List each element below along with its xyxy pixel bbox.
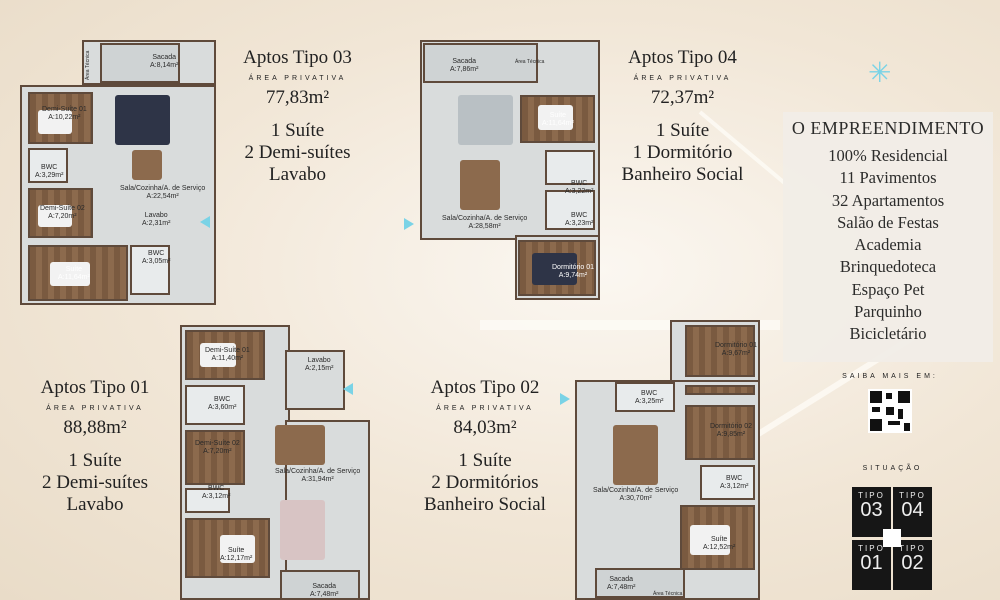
- area-label: ÁREA PRIVATIVA: [436, 405, 534, 412]
- empreendimento-heading: O EMPREENDIMENTO: [791, 118, 985, 138]
- amenity-item: 32 Apartamentos: [831, 190, 945, 210]
- area-value: 84,03m²: [453, 417, 517, 438]
- unit-info-tipo-02: Aptos Tipo 02 ÁREA PRIVATIVA 84,03m² 1 S…: [410, 377, 560, 516]
- unit-info-tipo-04: Aptos Tipo 04 ÁREA PRIVATIVA 72,37m² 1 S…: [605, 47, 760, 186]
- entrance-arrow-icon: [343, 383, 353, 395]
- sparkle-icon: ✳: [868, 58, 892, 89]
- area-label: ÁREA PRIVATIVA: [46, 405, 144, 412]
- unit-title: Aptos Tipo 03: [243, 47, 352, 68]
- situacao-label: SITUAÇÃO: [862, 465, 923, 472]
- entrance-arrow-icon: [200, 216, 210, 228]
- area-value: 72,37m²: [650, 87, 715, 108]
- unit-info-tipo-03: Aptos Tipo 03 ÁREA PRIVATIVA 77,83m² 1 S…: [225, 47, 370, 186]
- room-label: Área Técnica: [85, 50, 91, 80]
- amenity-item: Salão de Festas: [837, 212, 939, 232]
- amenity-item: 11 Pavimentos: [839, 168, 937, 188]
- situacao-core: [883, 529, 901, 547]
- empreendimento-panel: O EMPREENDIMENTO 100% Residencial 11 Pav…: [783, 112, 993, 362]
- amenity-item: Bicicletário: [849, 324, 927, 344]
- light-ray: [480, 320, 780, 330]
- qr-code[interactable]: [868, 389, 912, 433]
- unit-title: Aptos Tipo 02: [430, 377, 540, 398]
- saiba-mais-label: SAIBA MAIS EM:: [842, 373, 938, 380]
- area-value: 77,83m²: [265, 87, 330, 108]
- entrance-arrow-icon: [560, 393, 570, 405]
- area-value: 88,88m²: [63, 417, 127, 438]
- amenity-item: Academia: [854, 235, 922, 255]
- area-label: ÁREA PRIVATIVA: [248, 75, 347, 82]
- unit-title: Aptos Tipo 01: [40, 377, 150, 398]
- unit-title: Aptos Tipo 04: [628, 47, 737, 68]
- unit-info-tipo-01: Aptos Tipo 01 ÁREA PRIVATIVA 88,88m² 1 S…: [20, 377, 170, 516]
- amenity-item: Espaço Pet: [851, 279, 925, 299]
- amenity-item: 100% Residencial: [828, 146, 948, 165]
- area-label: ÁREA PRIVATIVA: [633, 75, 732, 82]
- amenity-item: Parquinho: [854, 302, 922, 322]
- room-label: Área Técnica: [515, 59, 545, 65]
- room-label: Área Técnica: [653, 591, 683, 597]
- amenity-item: Brinquedoteca: [839, 257, 937, 277]
- entrance-arrow-icon: [404, 218, 414, 230]
